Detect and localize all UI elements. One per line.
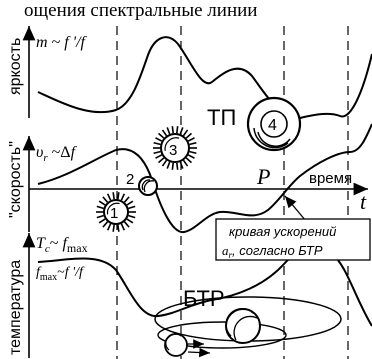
marker-2 [138,176,158,196]
speed-axis-label: "скорость" [7,141,24,218]
star-spike [189,141,197,146]
annotation-sub: r [229,250,233,260]
star-spike [106,193,112,201]
star-spike [128,205,136,210]
star-spike [153,141,161,146]
header-text: ощения спектральные линии [24,0,257,21]
temperature-formula-1-rhs-sub: max [67,241,88,255]
star-spike [112,192,115,200]
temperature-formula-2: fmax~f '/f [36,265,85,283]
star-spike [123,221,130,228]
star-spike [120,223,126,231]
annotation-rest: , согласно БТР [232,243,323,258]
star-spike [179,161,184,169]
time-label: время [309,170,352,187]
star-spike [126,218,134,224]
annotation-var: a [222,243,229,258]
temperature-formula-1-rel: ~ [50,235,63,252]
star-spike [128,214,136,219]
star-spike [185,157,192,164]
star-marker-3 [153,126,197,170]
brightness-formula: m ~ f '/f [36,34,88,51]
temperature-formula-2-rhs: f '/f [65,265,85,280]
temperature-formula-1-sub: c [45,243,50,255]
star-spike [187,137,195,142]
brightness-formula-rel: ~ [48,34,65,51]
speed-formula-rhs: f [71,144,78,161]
acceleration-curve [37,123,372,234]
star-spike [112,224,115,232]
star-spike [187,154,195,159]
brightness-formula-rhs: f '/f [64,34,87,51]
marker-4-label: 4 [268,117,277,134]
star-spike [161,129,168,137]
star-spike [166,127,171,135]
star-spike [153,150,161,155]
speed-formula: υr ~Δf [36,144,78,164]
tp-label: ТП [207,105,236,130]
star-spike [189,150,197,155]
star-spike [96,214,104,219]
speed-formula-lhs: υ [36,144,43,161]
star-spike [155,154,163,159]
speed-formula-rel: ~Δ [48,144,71,161]
temperature-formula-1: Tc~ fmax [36,235,88,255]
binary-system-illustration [154,296,342,358]
star-marker-1 [96,192,136,232]
star-spike [176,126,179,134]
star-spike [102,221,109,228]
annotation-line-1: кривая ускорений [229,224,336,239]
annotation-box [215,218,371,261]
temperature-formula-2-lhs: f [36,265,42,280]
marker-4 [246,96,302,152]
temperature-axis-label: температура [7,260,24,355]
temperature-formula-1-rhs: f [62,235,69,252]
annotation-line-2: ar, согласно БТР [222,243,323,260]
star-spike [117,192,120,200]
temperature-formula-2-sub: max [40,272,57,283]
motion-arrow-2 [187,347,211,358]
star-spike [102,196,109,203]
brightness-formula-lhs: m [36,34,48,51]
star-highlight [164,137,180,151]
star-spike [171,162,174,170]
star-spike [166,161,171,169]
star-spike [96,205,104,210]
annotation-pointer [284,195,307,222]
brightness-curve [37,36,372,120]
star-spike [117,224,120,232]
star-spike [179,127,184,135]
star-spike [161,159,168,167]
star-spike [126,200,134,206]
star-spike [158,157,165,164]
temperature-formula-1-lhs: T [36,235,46,252]
star-spike [185,132,192,139]
marker-1-label: 1 [110,205,118,222]
star-spike [176,162,179,170]
companion-star-large [225,308,261,344]
star-spike [120,193,126,201]
star-spike [98,200,106,206]
acceleration-annotation: кривая ускорений ar, согласно БТР [215,195,371,261]
speed-formula-sub: r [43,152,48,164]
star-spike [158,132,165,139]
time-axis-end-label: t [360,189,367,214]
star-spike [182,159,189,167]
p-label: P [256,164,270,189]
star-spike [123,196,130,203]
star-spike [155,137,163,142]
marker-2-label: 2 [126,171,134,188]
star-highlight [106,202,120,215]
star-spike [182,129,189,137]
star-spike [171,126,174,134]
brightness-axis-label: яркость [7,38,24,95]
star-spike [98,218,106,224]
orbit-inner [157,321,287,349]
star-spike [106,223,112,231]
marker-3-label: 3 [169,142,177,159]
temperature-formula-2-rel: ~ [57,265,65,280]
